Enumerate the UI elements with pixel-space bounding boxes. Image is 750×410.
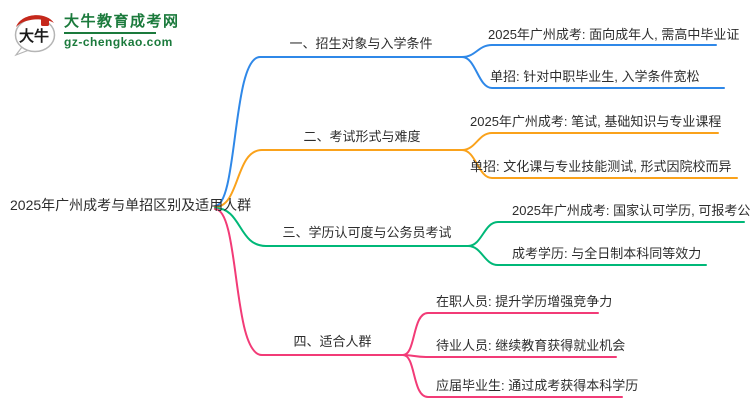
logo-icon-text: 大牛 — [19, 27, 49, 45]
branch-4-child-3: 应届毕业生: 通过成考获得本科学历 — [436, 378, 639, 393]
branch-1-label: 一、招生对象与入学条件 — [289, 36, 433, 51]
branch-4-trunk-line — [214, 208, 404, 356]
branch-1-trunk-line — [214, 56, 463, 207]
branch-2-child-1-line — [461, 132, 719, 151]
brand-block: 大牛教育成考网 gz-chengkao.com — [64, 9, 180, 49]
branch-2-label: 二、考试形式与难度 — [303, 129, 421, 144]
site-logo: 大牛 大牛教育成考网 gz-chengkao.com — [10, 9, 180, 57]
branch-3-child-2: 成考学历: 与全日制本科同等效力 — [512, 246, 702, 261]
branch-2-trunk-line — [214, 149, 463, 208]
branch-4-child-3-line — [402, 354, 623, 398]
site-name: 大牛教育成考网 — [64, 13, 180, 30]
branch-3-child-2-line — [467, 245, 707, 266]
branch-3-trunk-line — [214, 207, 469, 247]
branch-1-child-2-line — [461, 56, 725, 89]
branch-4-label: 四、适合人群 — [293, 334, 372, 349]
branch-1-child-1-line — [461, 44, 717, 58]
branch-3-child-1-line — [467, 221, 745, 247]
brand-divider — [64, 32, 156, 34]
branch-4-child-1-line — [402, 312, 599, 356]
root-topic: 2025年广州成考与单招区别及适用人群 — [10, 197, 252, 213]
logo-red-seal — [41, 18, 49, 26]
branch-4-child-1: 在职人员: 提升学历增强竞争力 — [436, 294, 613, 309]
branch-2-child-2-line — [461, 149, 738, 179]
branch-2-child-1: 2025年广州成考: 笔试, 基础知识与专业课程 — [470, 114, 722, 129]
branch-3-label: 三、学历认可度与公务员考试 — [282, 225, 452, 240]
branch-4-child-2: 待业人员: 继续教育获得就业机会 — [436, 338, 626, 353]
logo-bull-seal-icon: 大牛 — [14, 15, 56, 57]
site-url: gz-chengkao.com — [64, 35, 173, 49]
branch-1-child-1: 2025年广州成考: 面向成年人, 需高中毕业证 — [488, 27, 740, 42]
branch-4-child-2-line — [402, 354, 617, 358]
branch-1-child-2: 单招: 针对中职毕业生, 入学条件宽松 — [490, 69, 700, 84]
branch-2-child-2: 单招: 文化课与专业技能测试, 形式因院校而异 — [470, 159, 732, 174]
branch-3-child-1: 2025年广州成考: 国家认可学历, 可报考公务员 — [512, 203, 750, 218]
